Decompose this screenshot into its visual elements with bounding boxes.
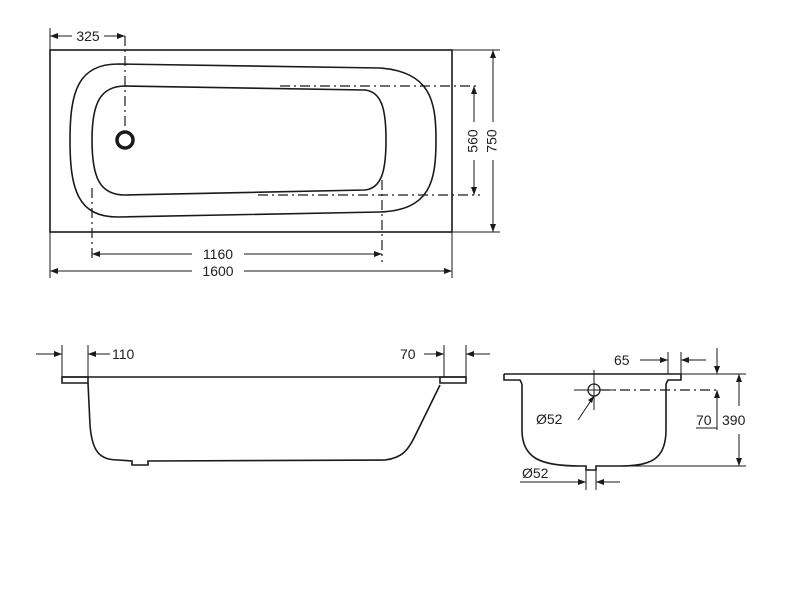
tub-inner-basin bbox=[91, 85, 387, 196]
side-basin-profile bbox=[87, 382, 441, 466]
tub-outer-basin bbox=[69, 63, 437, 218]
dim-inner-width: 560 bbox=[465, 129, 481, 153]
side-rim-right bbox=[439, 376, 467, 384]
drain-hole-icon bbox=[115, 130, 135, 150]
dim-left-rim: 110 bbox=[112, 346, 135, 362]
end-view: Ø52 65 70 390 Ø52 bbox=[503, 348, 746, 490]
dim-width: 750 bbox=[484, 129, 500, 153]
dim-right-rim: 70 bbox=[400, 346, 416, 362]
side-rim bbox=[61, 376, 89, 384]
dim-drain-diameter: Ø52 bbox=[522, 465, 549, 481]
end-rim-right bbox=[665, 374, 682, 385]
dim-overflow-height: 70 bbox=[696, 412, 712, 428]
dim-overflow-diameter: Ø52 bbox=[536, 411, 563, 427]
top-view: 325 1160 1600 560 750 bbox=[49, 28, 500, 279]
side-view: 110 70 bbox=[36, 345, 490, 466]
end-rim-left bbox=[503, 374, 523, 385]
dim-height: 390 bbox=[722, 412, 746, 428]
dim-offset: 325 bbox=[76, 28, 100, 44]
dim-inner-length: 1160 bbox=[203, 246, 233, 262]
dim-length: 1600 bbox=[202, 263, 233, 279]
dim-end-rim: 65 bbox=[614, 352, 630, 368]
tub-rim-outline bbox=[49, 49, 453, 233]
